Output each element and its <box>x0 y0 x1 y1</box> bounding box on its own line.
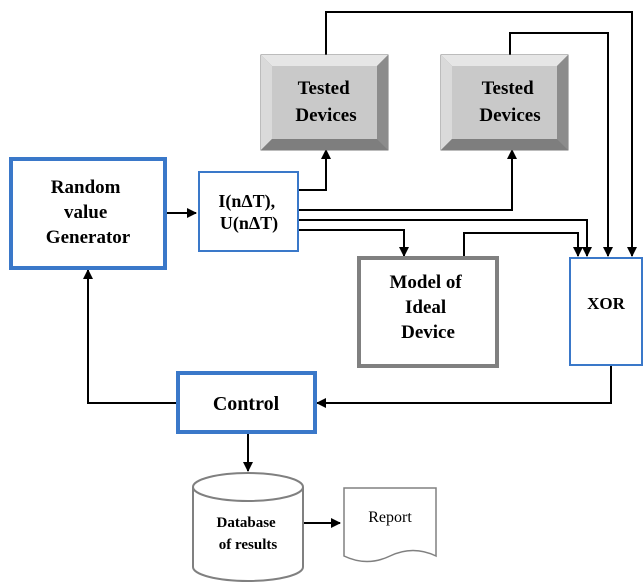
tested-devices-2-line-2: Devices <box>479 105 540 126</box>
report-label: Report <box>368 509 412 526</box>
tested-devices-2-label: Tested Devices <box>479 78 540 126</box>
xor-label: XOR <box>587 294 626 313</box>
model-ideal-device-label: Model of Ideal Device <box>389 272 466 343</box>
tested-devices-1-line-2: Devices <box>295 105 356 126</box>
database-line-2: of results <box>219 537 278 553</box>
connector-signals-to-tested-2 <box>298 149 517 211</box>
tested-devices-1-label: Tested Devices <box>295 78 356 126</box>
xor-box: XOR <box>569 257 643 366</box>
model-ideal-device-line-3: Device <box>401 322 455 343</box>
model-ideal-device-line-2: Ideal <box>405 297 446 318</box>
report-document: Report <box>343 487 437 563</box>
signals-box: I(nΔT), U(nΔT) <box>198 171 299 252</box>
model-ideal-device-box: Model of Ideal Device <box>357 256 499 368</box>
signals-line-1: I(nΔT), <box>218 191 275 212</box>
connector-model-to-xor <box>463 232 583 258</box>
random-generator-line-1: Random <box>51 177 121 198</box>
random-generator-line-2: value <box>64 202 107 223</box>
connector-xor-to-control <box>316 366 612 408</box>
random-generator-box: Random value Generator <box>9 157 167 270</box>
signals-line-2: U(nΔT) <box>220 213 278 234</box>
tested-devices-2-box: Tested Devices <box>440 54 569 151</box>
connector-signals-to-tested-1 <box>298 149 331 191</box>
connector-signals-to-xor <box>298 219 592 257</box>
connectors <box>83 11 637 528</box>
random-generator-label: Random value Generator <box>46 177 131 248</box>
tested-devices-2-line-1: Tested <box>482 78 535 99</box>
tested-devices-1-box: Tested Devices <box>260 54 389 151</box>
database-label: Database of results <box>217 515 280 553</box>
connector-tested-2-to-xor <box>509 32 613 257</box>
control-label: Control <box>213 393 280 415</box>
tested-devices-1-line-1: Tested <box>298 78 351 99</box>
connector-tested-1-to-xor <box>325 11 637 257</box>
control-box: Control <box>176 371 317 434</box>
database-cylinder: Database of results <box>192 472 304 582</box>
connector-signals-to-model <box>298 229 409 257</box>
model-ideal-device-line-1: Model of <box>389 272 462 293</box>
database-line-1: Database <box>217 515 277 531</box>
random-generator-line-3: Generator <box>46 227 131 248</box>
signals-label: I(nΔT), U(nΔT) <box>218 191 279 234</box>
connector-control-to-generator <box>83 269 178 404</box>
